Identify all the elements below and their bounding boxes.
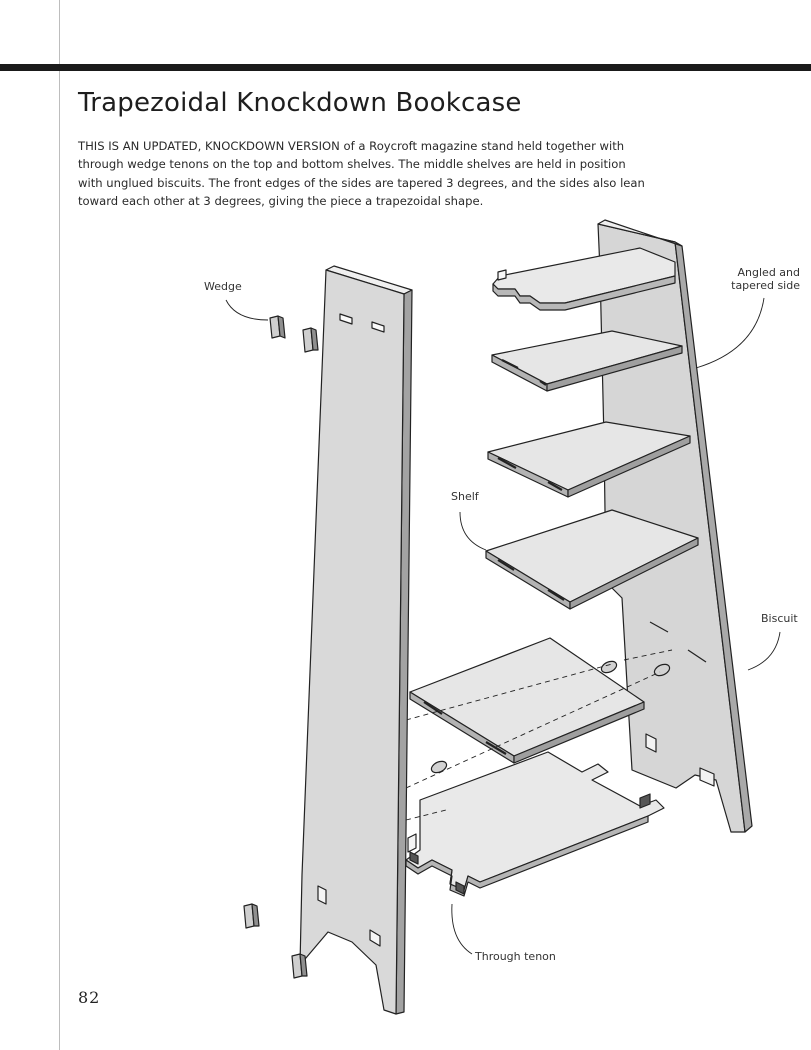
- callout-angled-side: Angled and tapered side: [720, 266, 800, 292]
- callout-wedge: Wedge: [204, 280, 242, 293]
- left-side-panel: [299, 265, 413, 1015]
- callout-leaders: [225, 297, 781, 955]
- biscuit: [653, 663, 671, 677]
- bottom-shelf: [405, 751, 665, 897]
- intro-body: of a Roycroft magazine stand held togeth…: [78, 139, 645, 208]
- page-title: Trapezoidal Knockdown Bookcase: [78, 88, 522, 118]
- middle-shelf: [487, 421, 691, 498]
- middle-shelf: [485, 509, 699, 610]
- right-side-panel: [597, 219, 753, 833]
- page-number: 82: [78, 988, 101, 1007]
- callout-through-tenon: Through tenon: [475, 950, 556, 963]
- intro-lead: THIS IS AN UPDATED, KNOCKDOWN VERSION: [78, 139, 340, 153]
- middle-shelf: [491, 330, 683, 392]
- wedge: [243, 903, 260, 929]
- intro-paragraph: THIS IS AN UPDATED, KNOCKDOWN VERSION of…: [78, 137, 648, 210]
- callout-shelf: Shelf: [451, 490, 479, 503]
- wedge: [302, 327, 319, 353]
- callout-biscuit: Biscuit: [761, 612, 798, 625]
- wedge: [291, 953, 308, 979]
- callout-angled-side-line-2: tapered side: [731, 279, 800, 292]
- page-margin-rule: [59, 0, 60, 1050]
- header-rule: [0, 64, 811, 71]
- biscuit: [600, 660, 618, 674]
- wedge: [269, 315, 286, 339]
- middle-shelf: [409, 637, 645, 764]
- alignment-lines: [405, 649, 673, 821]
- callout-angled-side-line-1: Angled and: [737, 266, 800, 279]
- top-shelf: [492, 247, 676, 311]
